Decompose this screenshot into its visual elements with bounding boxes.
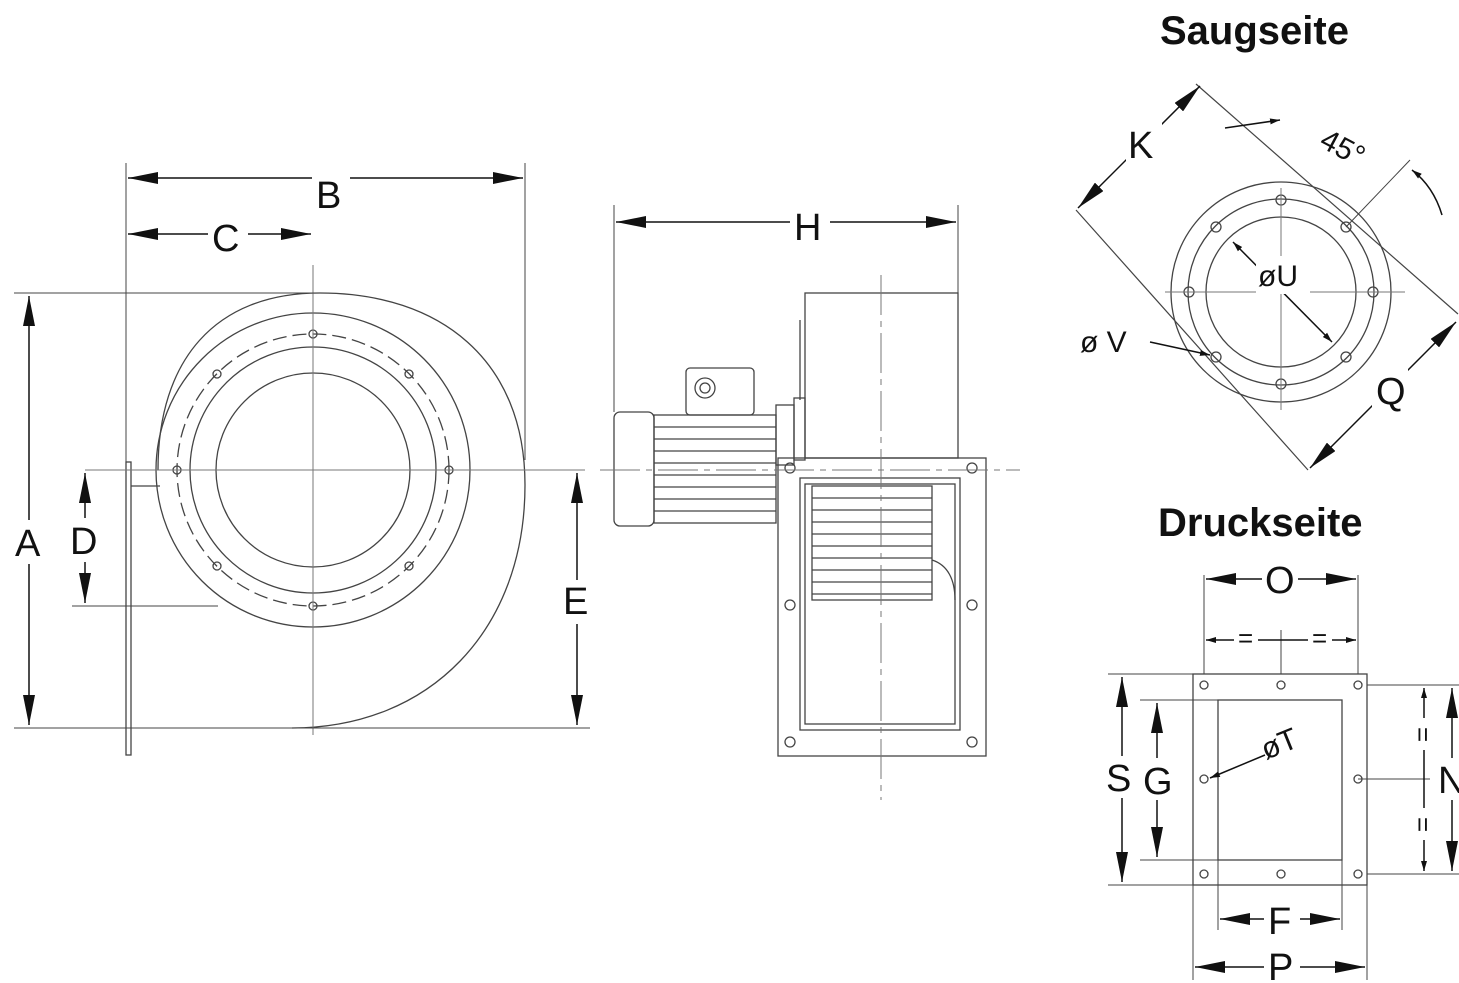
housing-upper (804, 292, 959, 459)
discharge-title: Druckseite (1158, 501, 1363, 545)
label-A: A (15, 523, 41, 565)
label-45deg: 45° (1315, 123, 1371, 173)
label-equal-upper: = (1408, 727, 1438, 742)
discharge-bolt-holes (1199, 680, 1363, 879)
label-equal-right: = (1312, 623, 1327, 653)
motor (613, 367, 806, 527)
label-N: N (1438, 760, 1459, 802)
discharge-flange-view (1108, 575, 1459, 980)
label-equal-lower: = (1408, 817, 1438, 832)
front-view-dimensions (23, 172, 583, 725)
label-E: E (563, 581, 588, 623)
terminal-box (685, 367, 755, 416)
label-U: øU (1258, 260, 1298, 293)
front-view (14, 163, 590, 756)
label-Q: Q (1376, 371, 1406, 413)
label-K: K (1128, 125, 1153, 167)
volute-housing (157, 292, 526, 729)
label-equal-left: = (1238, 623, 1253, 653)
label-F: F (1268, 901, 1291, 943)
label-T: øT (1256, 722, 1302, 766)
label-C: C (212, 218, 239, 260)
label-V: ø V (1080, 326, 1127, 359)
dim-arc-45 (1224, 118, 1281, 129)
label-B: B (316, 175, 341, 217)
label-G: G (1143, 761, 1173, 803)
leader-T (1209, 754, 1266, 779)
label-S: S (1106, 758, 1131, 800)
label-H: H (794, 207, 821, 249)
housing-bolts (784, 462, 978, 748)
side-view (600, 205, 1020, 800)
housing-lower (777, 457, 987, 757)
label-O: O (1265, 560, 1295, 602)
outlet-flange-plate (125, 461, 132, 756)
impeller (811, 485, 956, 601)
label-P: P (1268, 947, 1293, 983)
front-view-labels: B C A D E (12, 174, 594, 624)
label-D: D (70, 521, 97, 563)
suction-title: Saugseite (1160, 9, 1349, 53)
leader-V (1149, 341, 1211, 356)
